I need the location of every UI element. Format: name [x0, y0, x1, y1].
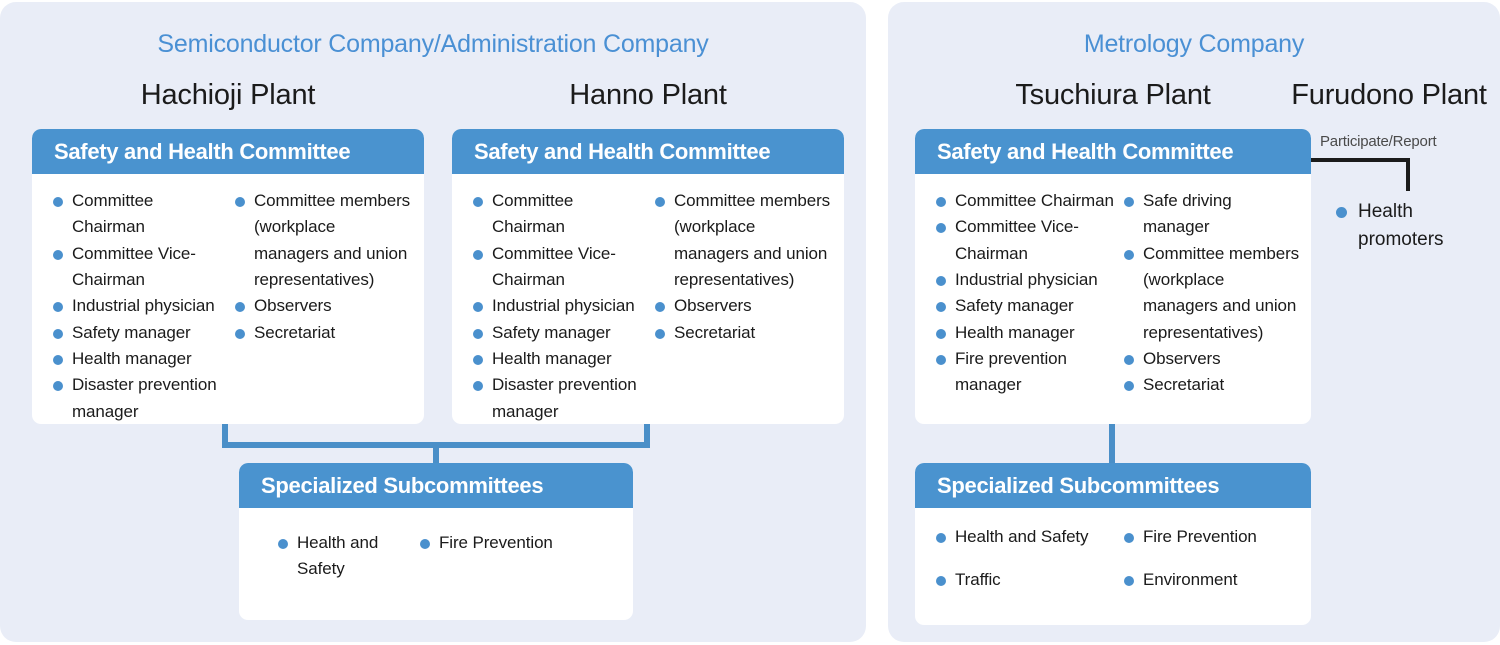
list-item: Safe driving manager [1121, 188, 1301, 241]
list-item: Committee Chairman [933, 188, 1115, 214]
card-header-subcommittee-right: Specialized Subcommittees [915, 463, 1311, 508]
list-item: Committee Vice-Chairman [470, 241, 644, 294]
list-item: Traffic [933, 567, 1115, 593]
list-item: Committee Vice-Chairman [50, 241, 224, 294]
committee-hanno-column-1: Committee Chairman Committee Vice-Chairm… [452, 188, 644, 424]
card-header-committee-tsuchiura: Safety and Health Committee [915, 129, 1311, 174]
list-item: Industrial physician [50, 293, 224, 319]
connector-drop-to-subcommittee [433, 442, 439, 469]
card-committee-hanno: Safety and Health Committee Committee Ch… [452, 129, 844, 424]
plant-title-hachioji: Hachioji Plant [140, 79, 316, 111]
card-header-committee-hachioji: Safety and Health Committee [32, 129, 424, 174]
card-subcommittee-right: Specialized Subcommittees Health and Saf… [915, 463, 1311, 625]
connector-label-participate-report: Participate/Report [1320, 133, 1437, 150]
subcommittee-right-column-2: Fire Prevention Environment [1115, 524, 1301, 611]
card-header-subcommittee-left: Specialized Subcommittees [239, 463, 633, 508]
list-item: Observers [652, 293, 834, 319]
company-title-metrology: Metrology Company [1083, 30, 1305, 58]
list-item: Health manager [933, 320, 1115, 346]
list-item: Committee members (workplace managers an… [1121, 241, 1301, 346]
list-item: Committee Chairman [50, 188, 224, 241]
committee-hachioji-column-1: Committee Chairman Committee Vice-Chairm… [32, 188, 224, 424]
list-item: Fire Prevention [417, 530, 589, 556]
subcommittee-left-column-2: Fire Prevention [409, 530, 589, 600]
plant-title-furudono: Furudono Plant [1291, 79, 1487, 111]
list-item: Safety manager [470, 320, 644, 346]
list-item: Safety manager [50, 320, 224, 346]
list-item: Health manager [470, 346, 644, 372]
committee-hanno-column-2: Committee members (workplace managers an… [644, 188, 834, 424]
list-item: Secretariat [652, 320, 834, 346]
company-title-semiconductor: Semiconductor Company/Administration Com… [157, 30, 709, 58]
list-item: Committee Vice-Chairman [933, 214, 1115, 267]
list-item: Committee members (workplace managers an… [652, 188, 834, 293]
list-item: Fire prevention manager [933, 346, 1115, 399]
list-item: Observers [232, 293, 414, 319]
list-item: Industrial physician [470, 293, 644, 319]
card-committee-tsuchiura: Safety and Health Committee Committee Ch… [915, 129, 1311, 424]
list-item: Secretariat [1121, 372, 1301, 398]
list-item: Safety manager [933, 293, 1115, 319]
list-item: Secretariat [232, 320, 414, 346]
connector-hachioji-stub [222, 424, 228, 448]
subcommittee-left-column-1: Health and Safety [239, 530, 409, 600]
list-item: Observers [1121, 346, 1301, 372]
list-item: Fire Prevention [1121, 524, 1301, 550]
card-header-committee-hanno: Safety and Health Committee [452, 129, 844, 174]
list-item: Industrial physician [933, 267, 1115, 293]
plant-title-hanno: Hanno Plant [569, 79, 727, 111]
committee-tsuchiura-column-2: Safe driving manager Committee members (… [1115, 188, 1301, 399]
card-committee-hachioji: Safety and Health Committee Committee Ch… [32, 129, 424, 424]
committee-tsuchiura-column-1: Committee Chairman Committee Vice-Chairm… [915, 188, 1115, 399]
list-item: Health manager [50, 346, 224, 372]
committee-hachioji-column-2: Committee members (workplace managers an… [224, 188, 414, 424]
list-item: Disaster prevention manager [470, 372, 644, 424]
node-health-promoters: Health promoters [1336, 198, 1478, 253]
connector-participate-vertical [1406, 158, 1410, 191]
connector-participate-horizontal [1311, 158, 1410, 162]
subcommittee-right-column-1: Health and Safety Traffic [915, 524, 1115, 611]
list-item: Committee Chairman [470, 188, 644, 241]
list-item: Health and Safety [275, 530, 409, 583]
connector-tsuchiura-to-subcommittee [1109, 424, 1115, 469]
list-item: Health and Safety [933, 524, 1115, 550]
plant-title-tsuchiura: Tsuchiura Plant [1015, 79, 1211, 111]
list-item: Environment [1121, 567, 1301, 593]
list-item: Disaster prevention manager [50, 372, 224, 424]
list-item: Committee members (workplace managers an… [232, 188, 414, 293]
card-subcommittee-left: Specialized Subcommittees Health and Saf… [239, 463, 633, 620]
connector-hanno-stub [644, 424, 650, 448]
